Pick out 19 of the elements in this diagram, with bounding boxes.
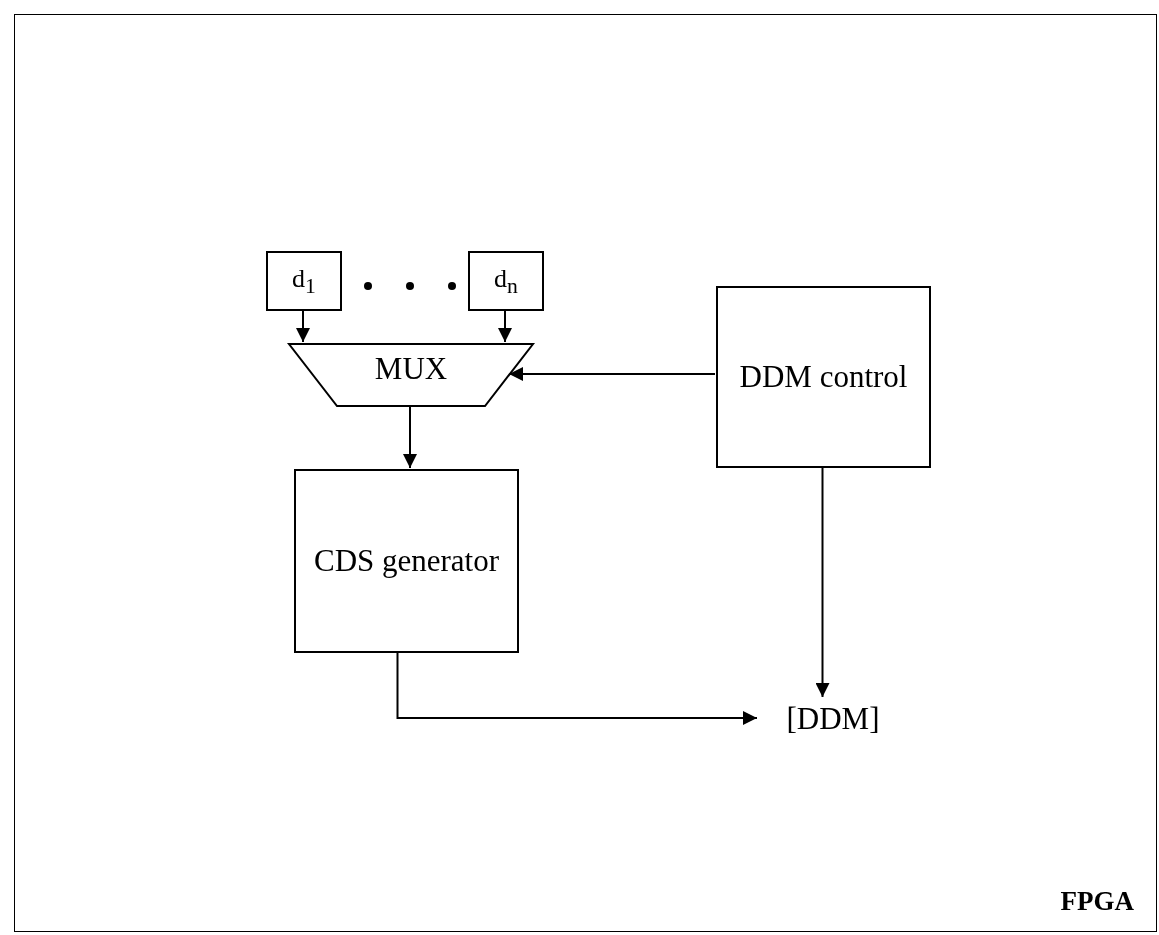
arrow [508, 367, 716, 381]
arrow [396, 651, 758, 725]
frame-title: FPGA [1060, 884, 1134, 917]
process-box [716, 286, 931, 468]
box-label: DDM control [738, 358, 909, 396]
input-box [468, 251, 544, 311]
block-label: MUX [374, 350, 448, 388]
box-label: CDS generator [312, 542, 501, 580]
arrow [498, 309, 512, 343]
box-label: d$_{n}$ [493, 262, 519, 300]
process-box [294, 469, 519, 653]
arrow [815, 466, 830, 698]
arrow [403, 405, 417, 469]
output-label: [DDM] [786, 700, 880, 738]
arrow [296, 309, 310, 343]
box-label: d$_{1}$ [291, 262, 317, 300]
fpga-frame [14, 14, 1157, 932]
input-box [266, 251, 342, 311]
mux-trapezoid [288, 343, 534, 407]
